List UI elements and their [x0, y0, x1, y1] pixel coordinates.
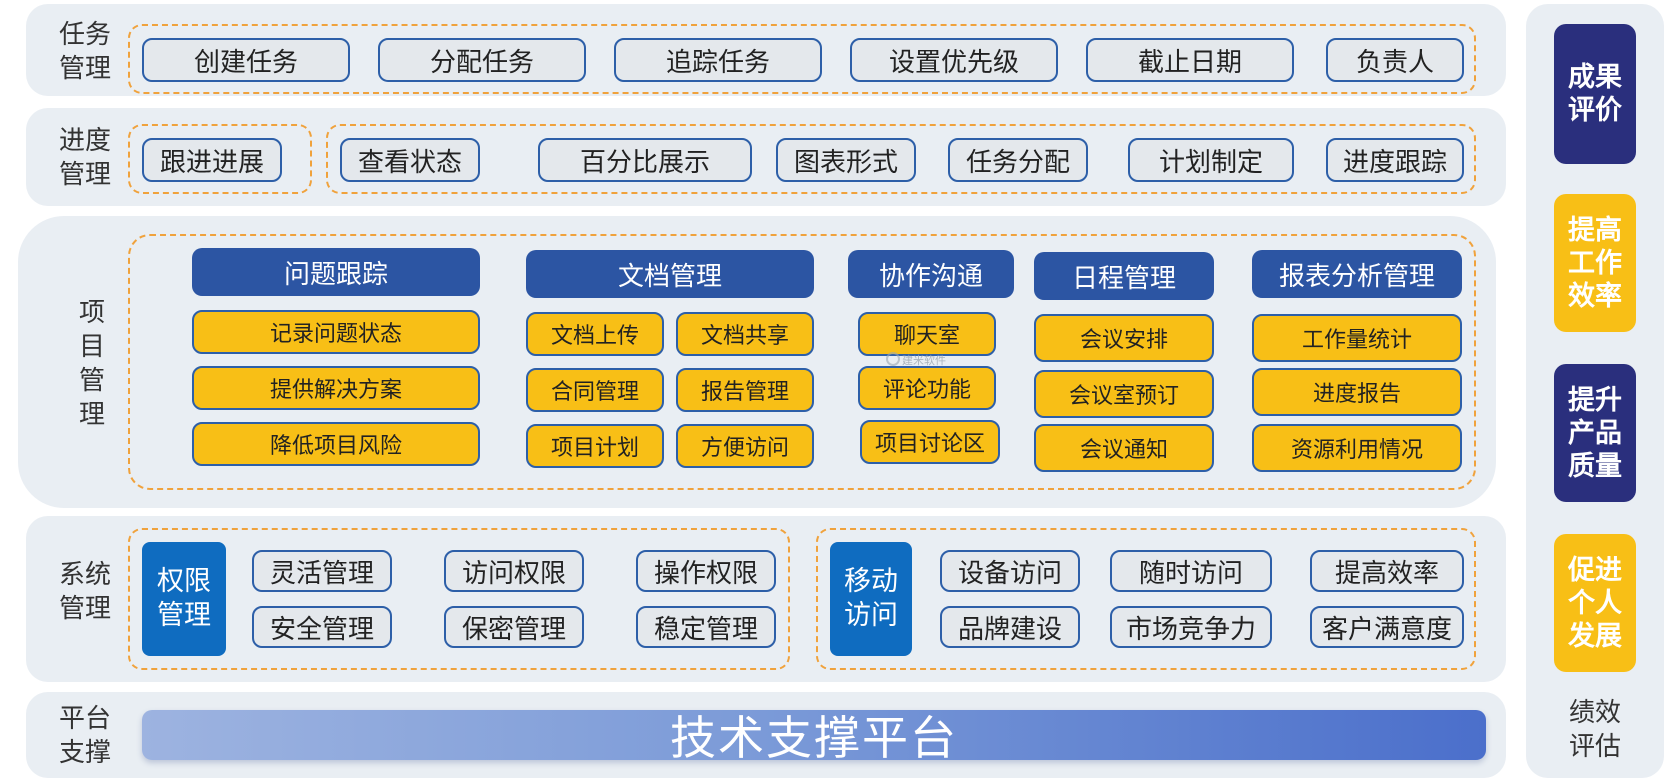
- doc-item-report[interactable]: 报告管理: [676, 368, 814, 412]
- report-item-progress[interactable]: 进度报告: [1252, 368, 1462, 416]
- progress-item-tracking[interactable]: 进度跟踪: [1326, 138, 1464, 182]
- report-item-workload[interactable]: 工作量统计: [1252, 314, 1462, 362]
- progress-item-percent[interactable]: 百分比展示: [538, 138, 752, 182]
- task-item-deadline[interactable]: 截止日期: [1086, 38, 1294, 82]
- mobile-item-device[interactable]: 设备访问: [940, 550, 1080, 592]
- progress-items-group: [326, 124, 1476, 194]
- schedule-item-notice[interactable]: 会议通知: [1034, 424, 1214, 472]
- report-item-resource[interactable]: 资源利用情况: [1252, 424, 1462, 472]
- doc-item-access[interactable]: 方便访问: [676, 424, 814, 468]
- issue-tracking-header[interactable]: 问题跟踪: [192, 248, 480, 296]
- mobile-access-group: [816, 528, 1476, 670]
- mobile-access-box[interactable]: 移动 访问: [830, 542, 912, 656]
- task-management-label: 任务 管理: [58, 20, 111, 84]
- mobile-item-competitiveness[interactable]: 市场竞争力: [1110, 606, 1272, 648]
- collab-item-forum[interactable]: 项目讨论区: [860, 420, 1000, 464]
- report-analysis-header[interactable]: 报表分析管理: [1252, 250, 1462, 298]
- schedule-management-header[interactable]: 日程管理: [1034, 252, 1214, 300]
- perm-item-security[interactable]: 安全管理: [252, 606, 392, 648]
- sidebar-product-quality[interactable]: 提升 产品 质量: [1554, 364, 1636, 502]
- issue-item-record-status[interactable]: 记录问题状态: [192, 310, 480, 354]
- progress-management-label: 进度 管理: [58, 126, 111, 190]
- collab-item-comments[interactable]: 评论功能: [858, 366, 996, 410]
- system-management-label: 系统 管理: [58, 560, 111, 624]
- doc-item-upload[interactable]: 文档上传: [526, 312, 664, 356]
- sidebar-personal-growth[interactable]: 促进 个人 发展: [1554, 534, 1636, 672]
- tech-platform-bar[interactable]: 技术支撑平台: [142, 710, 1486, 765]
- schedule-item-room-booking[interactable]: 会议室预订: [1034, 370, 1214, 418]
- permission-management-box[interactable]: 权限 管理: [142, 542, 226, 656]
- perm-item-stability[interactable]: 稳定管理: [636, 606, 776, 648]
- progress-item-follow-up[interactable]: 跟进进展: [142, 138, 282, 182]
- sidebar-outcome-evaluation[interactable]: 成果 评价: [1554, 24, 1636, 164]
- progress-item-status[interactable]: 查看状态: [340, 138, 480, 182]
- collaboration-header[interactable]: 协作沟通: [848, 250, 1014, 298]
- perm-item-flexible[interactable]: 灵活管理: [252, 550, 392, 592]
- task-item-owner[interactable]: 负责人: [1326, 38, 1464, 82]
- perm-item-confidential[interactable]: 保密管理: [444, 606, 584, 648]
- perm-item-operation[interactable]: 操作权限: [636, 550, 776, 592]
- progress-lead-group: [128, 124, 312, 194]
- mobile-item-anytime[interactable]: 随时访问: [1110, 550, 1272, 592]
- sidebar-footer-label: 绩效 评估: [1568, 698, 1621, 762]
- doc-item-contract[interactable]: 合同管理: [526, 368, 664, 412]
- sidebar-work-efficiency[interactable]: 提高 工作 效率: [1554, 194, 1636, 332]
- project-management-label: 项 目 管 理: [78, 298, 105, 430]
- task-item-track[interactable]: 追踪任务: [614, 38, 822, 82]
- task-item-priority[interactable]: 设置优先级: [850, 38, 1058, 82]
- document-management-header[interactable]: 文档管理: [526, 250, 814, 298]
- mobile-item-brand[interactable]: 品牌建设: [940, 606, 1080, 648]
- system-management-panel: [26, 516, 1506, 682]
- perm-item-access[interactable]: 访问权限: [444, 550, 584, 592]
- doc-item-share[interactable]: 文档共享: [676, 312, 814, 356]
- progress-item-chart[interactable]: 图表形式: [776, 138, 916, 182]
- platform-support-label: 平台 支撑: [58, 704, 111, 768]
- progress-item-planning[interactable]: 计划制定: [1128, 138, 1294, 182]
- progress-item-assignment[interactable]: 任务分配: [948, 138, 1088, 182]
- issue-item-reduce-risk[interactable]: 降低项目风险: [192, 422, 480, 466]
- collab-item-chatroom[interactable]: 聊天室: [858, 312, 996, 356]
- task-item-assign[interactable]: 分配任务: [378, 38, 586, 82]
- task-item-create[interactable]: 创建任务: [142, 38, 350, 82]
- doc-item-plan[interactable]: 项目计划: [526, 424, 664, 468]
- watermark-text: 建米软件: [902, 354, 946, 367]
- schedule-item-meeting[interactable]: 会议安排: [1034, 314, 1214, 362]
- watermark-logo-icon: [886, 352, 900, 366]
- issue-item-solutions[interactable]: 提供解决方案: [192, 366, 480, 410]
- mobile-item-satisfaction[interactable]: 客户满意度: [1310, 606, 1464, 648]
- permission-group: [128, 528, 790, 670]
- mobile-item-efficiency[interactable]: 提高效率: [1310, 550, 1464, 592]
- project-groups-frame: [128, 234, 1476, 490]
- task-items-group: [128, 24, 1476, 94]
